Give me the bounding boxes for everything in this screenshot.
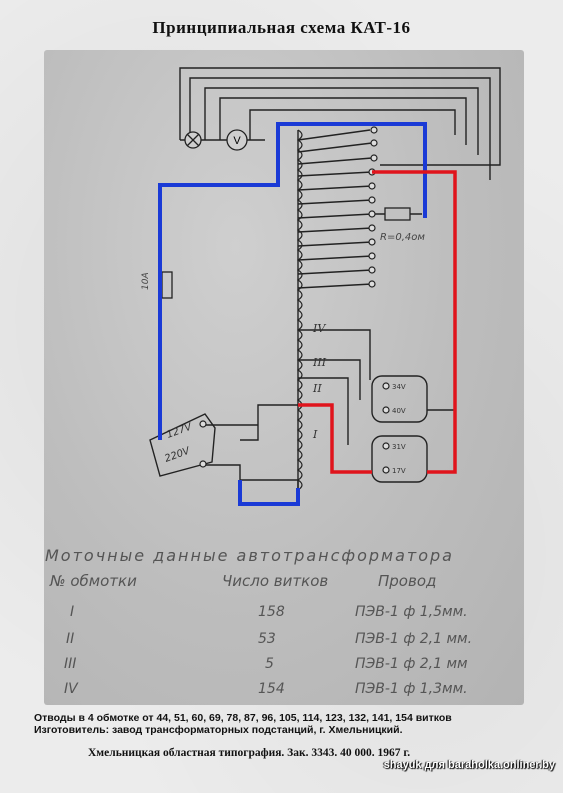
footer-maker: Изготовитель: завод трансформаторных под… (34, 724, 403, 736)
switch-contact (382, 382, 390, 390)
winding-label-iii: III (312, 356, 327, 369)
resistor-symbol (384, 207, 411, 221)
switch2-label-b: 17V (392, 467, 406, 475)
table-row-num: I (70, 604, 75, 620)
table-row-wire: ПЭВ-1 ф 1,3мм. (355, 681, 468, 697)
tap-contact (368, 238, 376, 246)
table-row-turns: 53 (258, 631, 276, 647)
switch1-label-b: 40V (392, 407, 406, 415)
switch-box-2 (371, 435, 428, 483)
loop-wire-1 (179, 67, 501, 166)
tap-contacts (199, 126, 390, 474)
table-header-turns: Число витков (222, 572, 329, 590)
voltage-127-label: 127V (165, 421, 194, 441)
fuse-label: 10А (141, 272, 151, 290)
plug-outline (149, 413, 216, 477)
coil-upper (296, 129, 303, 311)
indicators (184, 129, 248, 151)
loop-wire-4 (219, 97, 467, 145)
tap-contact (368, 266, 376, 274)
table-row-num: IV (64, 681, 78, 697)
tap-contact (368, 224, 376, 232)
tap-contact (368, 182, 376, 190)
tap-lines-b (297, 185, 373, 233)
watermark: shayuk для baraholka.onliner.by (383, 759, 555, 771)
tap-contact (370, 126, 378, 134)
coil-lower (296, 409, 303, 491)
table-title: Моточные данные автотрансформатора (45, 546, 454, 565)
table-row-wire: ПЭВ-1 ф 2,1 мм. (355, 631, 473, 647)
loop-wire-5 (249, 109, 456, 140)
tap-contact (368, 252, 376, 260)
scanned-sheet (44, 50, 524, 705)
resistor-label: R=0,4ом (380, 232, 425, 243)
footer-printer: Хмельницкая областная типография. Зак. 3… (88, 747, 411, 759)
switch2-label-a: 31V (392, 443, 406, 451)
winding-iv-wire (298, 329, 371, 380)
mid-wire (240, 404, 298, 441)
table-row-turns: 158 (258, 604, 285, 620)
tap-contact (370, 139, 378, 147)
voltmeter-symbol: V (233, 135, 241, 147)
footer-taps: Отводы в 4 обмотке от 44, 51, 60, 69, 78… (34, 712, 452, 724)
ink-wiring (149, 67, 501, 500)
loop-wire-2 (189, 77, 491, 180)
220-wire (205, 464, 299, 500)
winding-label-i: I (312, 428, 318, 441)
plug-contact-220 (199, 460, 207, 468)
voltmeter-icon (226, 129, 248, 151)
winding-label-ii: II (312, 382, 322, 395)
tap-contact (368, 210, 376, 218)
table-row-turns: 154 (258, 681, 285, 697)
table-row-num: III (64, 656, 77, 672)
loop-wire-3 (204, 87, 479, 155)
blue-wire (158, 122, 427, 506)
switch1-label-a: 34V (392, 383, 406, 391)
table-row-turns: 5 (265, 656, 274, 672)
coil-middle (296, 309, 303, 411)
table-row-wire: ПЭВ-1 ф 1,5мм. (355, 604, 468, 620)
switch-box-1 (371, 375, 428, 423)
winding-label-iv: IV (312, 322, 326, 335)
plug-contact-127 (199, 420, 207, 428)
switch-contact (382, 406, 390, 414)
tap-contact (370, 154, 378, 162)
winding-ii-wire (298, 377, 349, 445)
table-row-num: II (66, 631, 75, 647)
switch-contact (382, 466, 390, 474)
fuse-icon (161, 271, 173, 299)
switch-contact (382, 442, 390, 450)
red-wire (298, 170, 457, 474)
tap-contact (368, 280, 376, 288)
table-header-wire: Провод (378, 572, 437, 590)
table-header-num: № обмотки (50, 572, 137, 590)
winding-iii-wire (298, 359, 361, 400)
tap-lines-c (297, 241, 373, 289)
page-title: Принципиальная схема КАТ-16 (152, 18, 411, 37)
coil-windings (296, 129, 303, 491)
lamp-cross (186, 133, 200, 147)
table-row-wire: ПЭВ-1 ф 2,1 мм (355, 656, 468, 672)
tap-contact (368, 196, 376, 204)
voltage-220-label: 220V (163, 445, 192, 465)
tap-lines-a (297, 129, 373, 177)
